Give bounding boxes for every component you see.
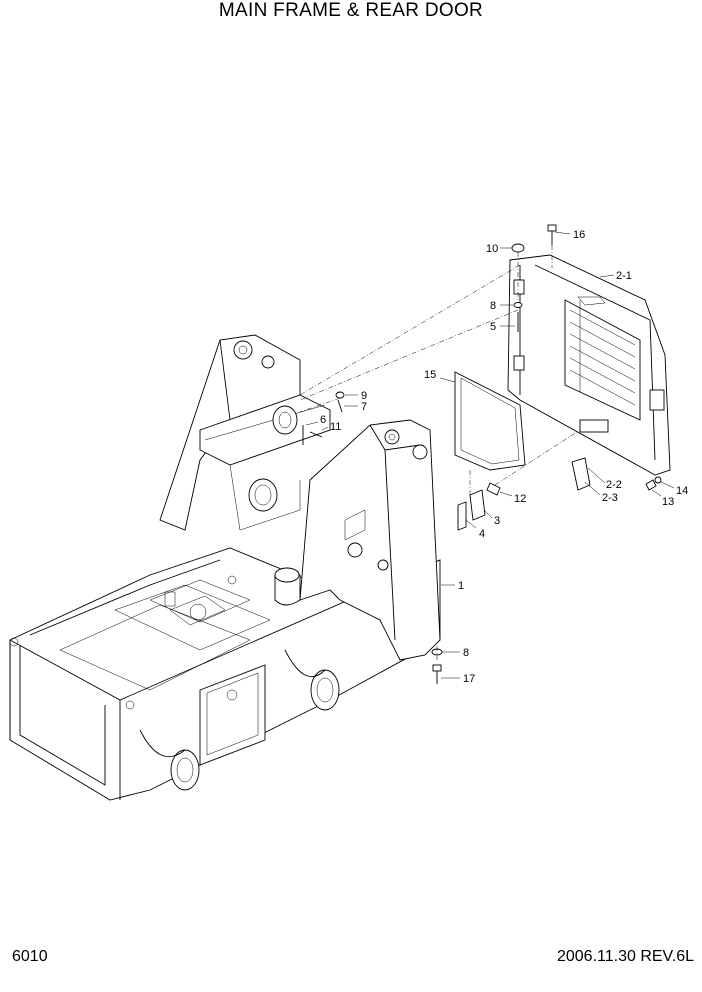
page-title: MAIN FRAME & REAR DOOR <box>218 0 484 21</box>
callout-17: 17 <box>463 673 475 685</box>
callout-6: 6 <box>320 414 326 426</box>
page-number: 6010 <box>12 948 48 965</box>
callout-16: 16 <box>573 229 585 241</box>
assembly-center-lines <box>299 245 581 660</box>
rear-door-drawing <box>507 254 671 476</box>
callout-13: 13 <box>662 496 674 508</box>
callout-1: 1 <box>458 580 464 592</box>
part-callouts: 16 10 2-1 8 5 15 9 7 6 11 12 3 4 2-2 2-3… <box>305 229 688 685</box>
callout-2-1: 2-1 <box>616 270 632 282</box>
callout-3: 3 <box>494 515 500 527</box>
callout-8-top: 8 <box>490 300 496 312</box>
callout-10: 10 <box>486 243 498 255</box>
revision-date: 2006.11.30 REV.6L <box>556 948 694 965</box>
callout-2-3: 2-3 <box>602 492 618 504</box>
main-frame-drawing <box>9 334 441 801</box>
callout-8-bottom: 8 <box>463 647 469 659</box>
callout-11: 11 <box>330 421 341 433</box>
callout-15: 15 <box>424 369 436 381</box>
small-parts-drawing <box>302 224 662 684</box>
rear-door-seal-drawing <box>454 371 526 471</box>
callout-9: 9 <box>361 390 367 402</box>
callout-4: 4 <box>479 528 485 540</box>
callout-12: 12 <box>514 493 526 505</box>
callout-7: 7 <box>361 401 367 413</box>
callout-14: 14 <box>676 485 688 497</box>
callout-2-2: 2-2 <box>606 479 622 491</box>
callout-5: 5 <box>490 321 496 333</box>
